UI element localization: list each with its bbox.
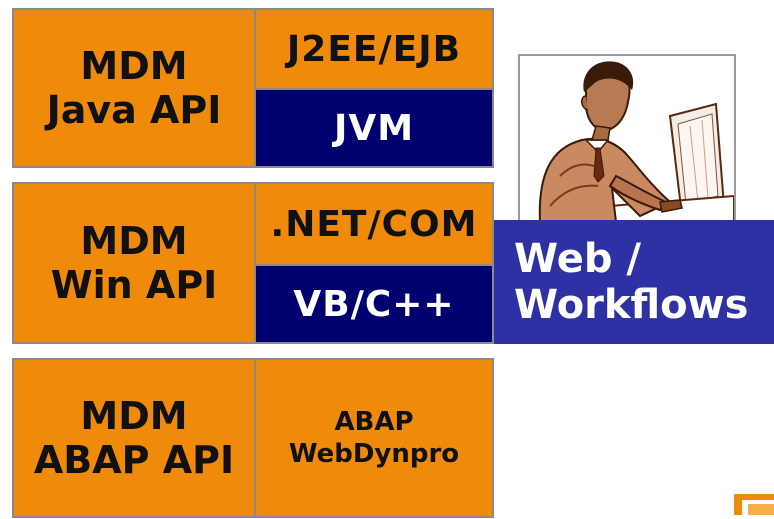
abap-webdynpro-box: ABAP WebDynpro [254, 358, 494, 518]
web-workflows-box: Web / Workflows [494, 220, 774, 344]
j2ee-ejb-box: J2EE/EJB [254, 8, 494, 90]
j2ee-ejb-label: J2EE/EJB [286, 28, 462, 70]
workflows-label: Workflows [514, 282, 749, 328]
abap-api-line-2: ABAP API [33, 438, 235, 482]
mdm-java-api-box: MDM Java API [12, 8, 256, 168]
jvm-box: JVM [254, 88, 494, 168]
vb-cpp-box: VB/C++ [254, 264, 494, 344]
webdynpro-label: WebDynpro [288, 439, 460, 469]
person-at-computer-icon [518, 54, 736, 224]
java-api-line-2: Java API [46, 88, 222, 132]
jvm-label: JVM [333, 107, 415, 149]
win-api-line-1: MDM [80, 219, 188, 263]
net-com-label: .NET/COM [270, 203, 478, 245]
mdm-win-api-box: MDM Win API [12, 182, 256, 344]
win-api-line-2: Win API [50, 263, 218, 307]
abap-label: ABAP [334, 407, 414, 437]
net-com-box: .NET/COM [254, 182, 494, 266]
mdm-abap-api-box: MDM ABAP API [12, 358, 256, 518]
abap-api-line-1: MDM [80, 394, 188, 438]
web-label: Web / [514, 236, 641, 282]
corner-logo-icon [730, 488, 774, 515]
vb-cpp-label: VB/C++ [293, 283, 455, 325]
java-api-line-1: MDM [80, 44, 188, 88]
